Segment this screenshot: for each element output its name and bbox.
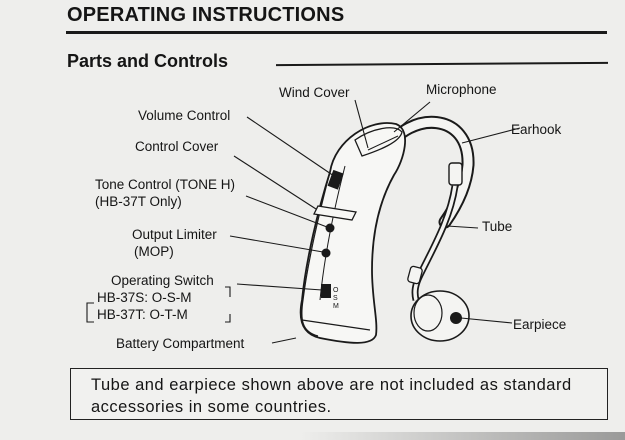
output-limiter (321, 248, 331, 258)
earhook-connector (448, 162, 463, 186)
label-earpiece: Earpiece (513, 317, 567, 332)
tube-connector (407, 265, 423, 285)
leader-lines (229, 99, 521, 344)
switch-position-marks: O S M (333, 287, 339, 310)
switch-bracket (86, 286, 231, 323)
section-title: Parts and Controls (67, 51, 229, 71)
label-operating-switch: Operating Switch (111, 273, 214, 288)
label-tone-control-note: (HB-37T Only) (95, 194, 182, 209)
operating-switch (321, 284, 331, 298)
accessory-note-text: Tube and earpiece shown above are not in… (91, 376, 572, 416)
tone-control (325, 223, 335, 233)
battery-door (301, 319, 371, 331)
page-title: OPERATING INSTRUCTIONS (67, 4, 345, 26)
earpiece-opening (450, 312, 462, 324)
front-face (301, 171, 331, 337)
earpiece (410, 290, 470, 342)
wind-cover (354, 127, 403, 157)
page-edge-shadow (300, 432, 625, 440)
label-output-limiter: Output Limiter (132, 227, 217, 242)
body (299, 122, 406, 344)
label-volume-control: Volume Control (138, 108, 231, 123)
label-earhook: Earhook (511, 122, 562, 137)
label-tube: Tube (482, 219, 513, 234)
label-microphone: Microphone (426, 82, 497, 97)
title-underline (66, 31, 607, 34)
label-tone-control: Tone Control (TONE H) (95, 177, 236, 192)
label-battery-compartment: Battery Compartment (116, 336, 245, 351)
control-cover (313, 205, 357, 221)
label-switch-hb37s: HB-37S: O-S-M (97, 290, 192, 305)
label-wind-cover: Wind Cover (279, 85, 350, 100)
earhook-inner (381, 117, 473, 227)
label-control-cover: Control Cover (135, 139, 219, 154)
label-output-limiter-note: (MOP) (134, 244, 174, 259)
label-switch-hb37t: HB-37T: O-T-M (97, 307, 188, 322)
accessory-note-box: Tube and earpiece shown above are not in… (70, 368, 608, 420)
